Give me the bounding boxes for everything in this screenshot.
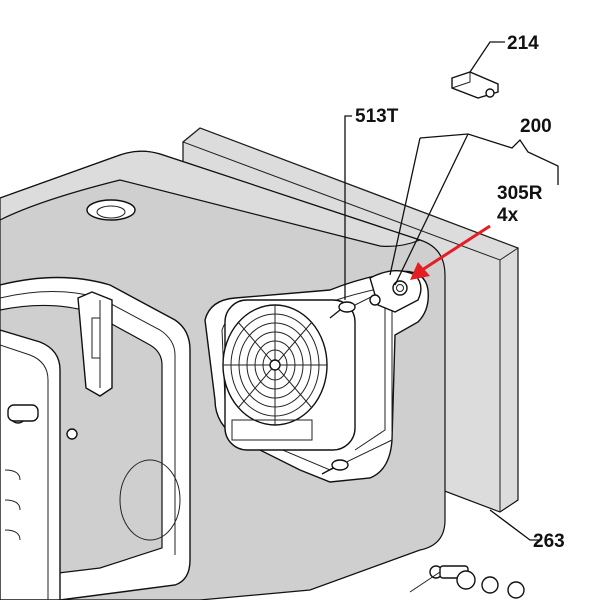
- leader-lines: [344, 41, 559, 541]
- screw-lower: [321, 459, 349, 475]
- screw-upper: [329, 301, 356, 319]
- callout-513T: 513T: [355, 106, 399, 127]
- callout-214: 214: [507, 33, 539, 54]
- door-frame: [0, 329, 78, 600]
- callout-263: 263: [533, 531, 565, 552]
- loose-hardware: [409, 565, 525, 599]
- highlight-arrow-305R: [410, 224, 491, 280]
- callout-200: 200: [520, 116, 552, 137]
- callout-305R-quantity: 4x: [497, 205, 519, 226]
- fan-motor-assembly: [204, 270, 429, 483]
- door-hinge-bracket: [77, 291, 113, 397]
- callout-305R: 305R: [497, 183, 543, 204]
- clip-part-214: [451, 71, 499, 99]
